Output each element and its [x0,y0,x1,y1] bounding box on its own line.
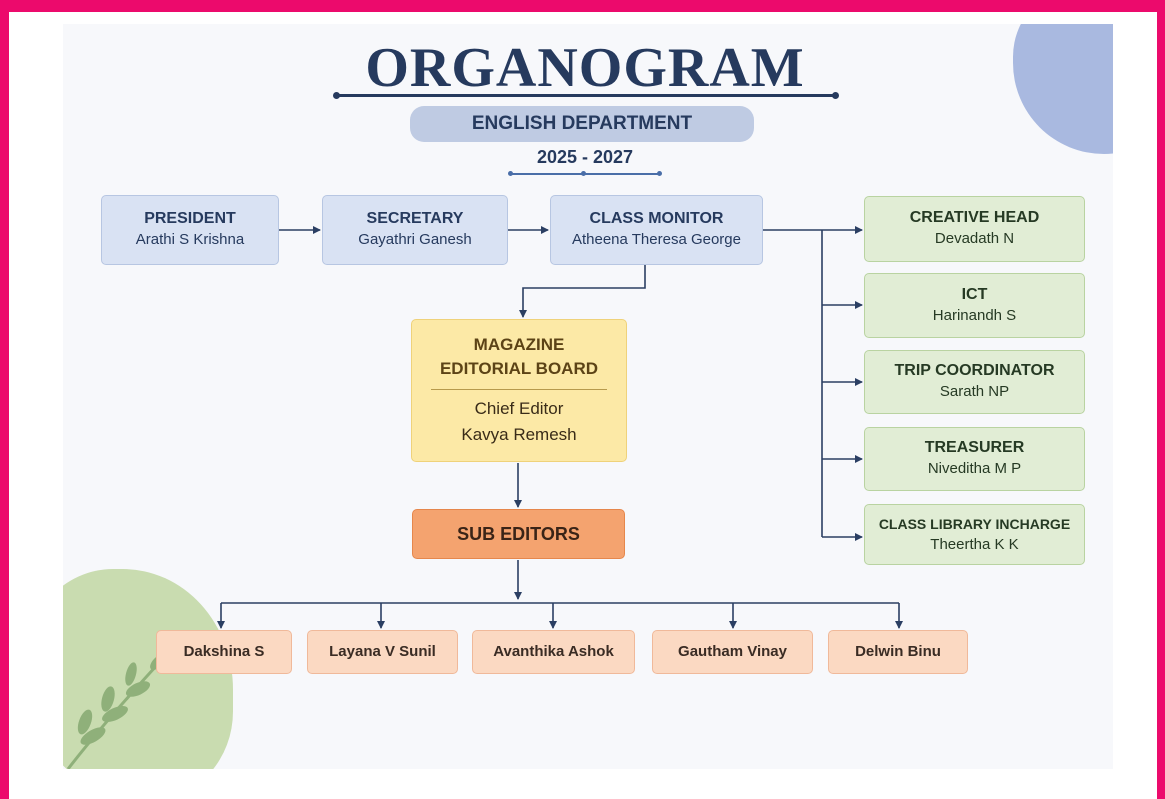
trip-coordinator-role: TRIP COORDINATOR [894,362,1055,379]
years-dot-left [508,171,513,176]
years-dot-mid [581,171,586,176]
title-underline-dot-right [832,92,839,99]
president-name: Arathi S Krishna [135,231,245,248]
trip-coordinator-name: Sarath NP [939,383,1010,400]
class-monitor-role: CLASS MONITOR [589,210,724,227]
magazine-title-line2: EDITORIAL BOARD [439,359,599,378]
sub-editor-member: Gautham Vinay [652,630,813,674]
sub-editor-name: Dakshina S [183,643,265,660]
sub-editor-name: Delwin Binu [855,643,941,660]
sub-editor-name: Gautham Vinay [678,643,787,660]
treasurer-role: TREASURER [924,439,1025,456]
years-dot-right [657,171,662,176]
sub-editor-member: Layana V Sunil [307,630,458,674]
trip-coordinator-box: TRIP COORDINATOR Sarath NP [864,350,1085,414]
president-role: PRESIDENT [144,210,236,227]
ict-role: ICT [961,285,988,303]
magazine-editorial-board-box: MAGAZINE EDITORIAL BOARD Chief Editor Ka… [411,319,627,462]
secretary-name: Gayathri Ganesh [358,231,472,248]
magazine-divider [431,389,607,390]
term-years: 2025 - 2027 [536,147,634,167]
title-underline [337,94,835,97]
class-library-incharge-name: Theertha K K [930,535,1019,553]
creative-head-box: CREATIVE HEAD Devadath N [864,196,1085,262]
title-underline-dot-left [333,92,340,99]
chief-editor-name: Kavya Remesh [461,425,577,444]
ict-box: ICT Harinandh S [864,273,1085,338]
department-pill: ENGLISH DEPARTMENT [410,106,754,142]
class-monitor-box: CLASS MONITOR Atheena Theresa George [550,195,763,265]
leaf-sprig-icon [66,654,166,769]
secretary-box: SECRETARY Gayathri Ganesh [322,195,508,265]
sub-editor-member: Delwin Binu [828,630,968,674]
class-monitor-name: Atheena Theresa George [571,231,741,248]
creative-head-role: CREATIVE HEAD [909,209,1040,226]
ict-name: Harinandh S [932,306,1017,324]
class-library-incharge-role: CLASS LIBRARY INCHARGE [878,515,1071,532]
magazine-title-line1: MAGAZINE [473,335,565,354]
sub-editors-box: SUB EDITORS [412,509,625,559]
president-box: PRESIDENT Arathi S Krishna [101,195,279,265]
sub-editor-name: Layana V Sunil [329,643,436,660]
creative-head-name: Devadath N [934,230,1015,247]
secretary-role: SECRETARY [366,210,464,227]
chief-editor-role: Chief Editor [474,399,564,418]
class-library-incharge-box: CLASS LIBRARY INCHARGE Theertha K K [864,504,1085,565]
sub-editor-member: Dakshina S [156,630,292,674]
sub-editor-member: Avanthika Ashok [472,630,635,674]
page-title: ORGANOGRAM [365,37,805,99]
sub-editor-name: Avanthika Ashok [493,643,614,660]
sub-editors-label: SUB EDITORS [457,523,580,544]
treasurer-box: TREASURER Niveditha M P [864,427,1085,491]
treasurer-name: Niveditha M P [927,460,1022,477]
